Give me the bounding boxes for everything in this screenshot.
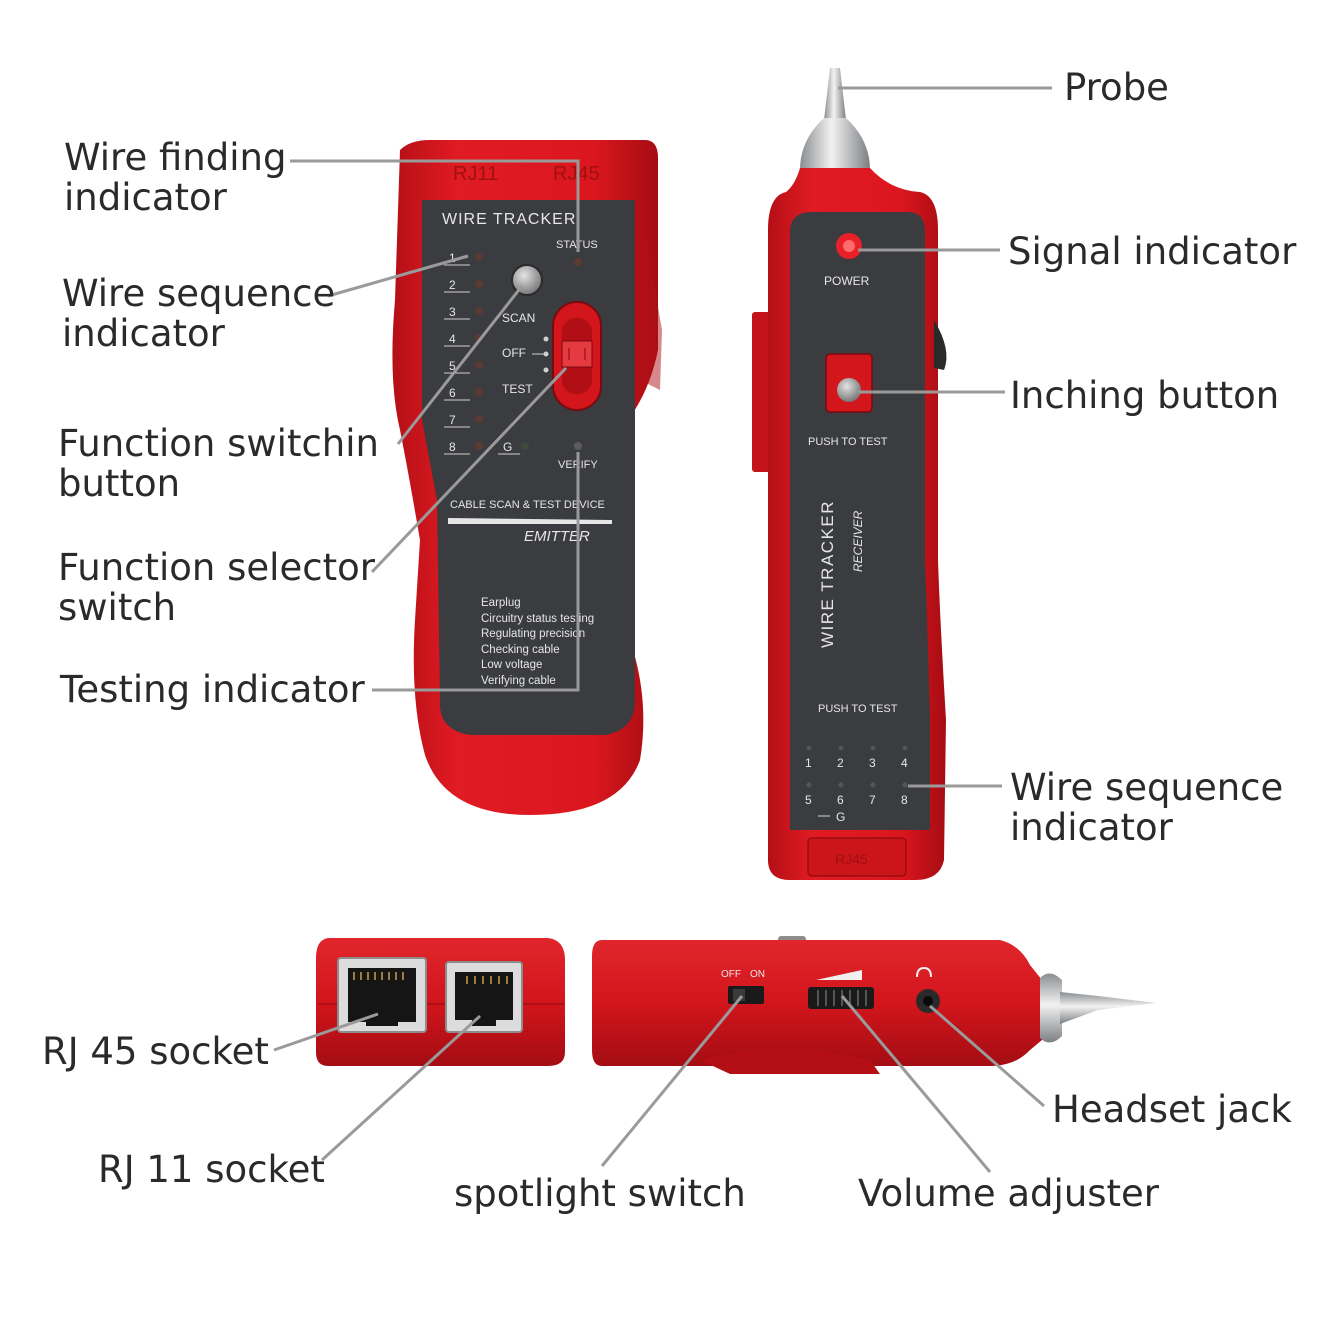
receiver-side-view: OFF ON (592, 936, 1156, 1074)
spotlight-off-label: OFF (721, 969, 741, 980)
emitter-led-list: 1 2 3 4 5 6 7 8 G (444, 251, 529, 455)
emitter-title: WIRE TRACKER (442, 211, 576, 228)
receiver-led-label: 2 (837, 756, 844, 770)
callout-wire-finding-indicator: Wire finding indicator (64, 136, 287, 219)
callout-rj45-socket: RJ 45 socket (42, 1030, 269, 1073)
emitter-led-label-6: 6 (449, 386, 456, 400)
receiver-ground-label: G (836, 810, 845, 824)
feature-item: Earplug (481, 597, 521, 609)
leader-spotlight (600, 995, 744, 1167)
emitter-led-label-4: 4 (449, 332, 456, 346)
emitter-model: EMITTER (524, 528, 590, 545)
callout-wire-sequence-indicator-left: Wire sequence indicator (62, 272, 336, 355)
receiver-led-label: 8 (901, 793, 908, 807)
receiver-subtitle: RECEIVER (851, 510, 865, 572)
emitter-device: RJ11 RJ45 WIRE TRACKER STATUS 1 2 3 4 5 … (392, 140, 662, 815)
receiver-title: WIRE TRACKER (818, 500, 837, 648)
headphone-icon (916, 966, 932, 978)
switch-test-label: TEST (502, 382, 533, 396)
emitter-led-label-1: 1 (449, 251, 456, 265)
callout-function-switching-button: Function switching button (58, 424, 380, 504)
emitter-device-label: CABLE SCAN & TEST DEVICE (450, 499, 605, 511)
receiver-led-label: 1 (805, 756, 812, 770)
callout-signal-indicator: Signal indicator (1008, 230, 1297, 273)
receiver-led-label: 3 (869, 756, 876, 770)
emitter-ground-label: G (503, 440, 512, 454)
receiver-rj45-embossed: RJ45 (835, 851, 868, 867)
callout-spotlight-switch: spotlight switch (454, 1172, 746, 1215)
receiver-push-label-top: PUSH TO TEST (808, 436, 888, 448)
side-probe-tip (1060, 992, 1156, 1024)
emitter-led-label-7: 7 (449, 413, 456, 427)
function-switching-button[interactable] (511, 264, 543, 296)
spotlight-on-label: ON (750, 969, 765, 980)
feature-item: Circuitry status testing (481, 613, 594, 625)
leader-wire-sequence-left (327, 254, 469, 298)
receiver-panel (790, 212, 930, 830)
feature-item: Verifying cable (481, 675, 556, 687)
emitter-feature-list: Earplug Circuitry status testing Regulat… (481, 597, 594, 687)
leader-function-selector (370, 366, 568, 574)
leader-function-switching (396, 285, 524, 445)
emitter-led-label-5: 5 (449, 359, 456, 373)
receiver-led-grid: 1 2 3 4 5 6 7 8 G (805, 745, 908, 824)
leader-volume (840, 995, 992, 1173)
verify-led (574, 442, 582, 450)
callout-probe: Probe (1064, 66, 1169, 109)
leader-rj45 (273, 1012, 379, 1052)
receiver-led-label: 6 (837, 793, 844, 807)
leader-lines (273, 86, 1052, 1173)
emitter-rj45-embossed: RJ45 (553, 163, 600, 185)
leader-wire-finding (290, 159, 580, 252)
feature-item: Checking cable (481, 644, 560, 656)
emitter-socket-view (316, 938, 565, 1066)
leader-rj11 (320, 1014, 482, 1162)
callout-rj11-socket: RJ 11 socket (98, 1148, 325, 1191)
status-led (574, 258, 582, 266)
callout-volume-adjuster: Volume adjuster (858, 1172, 1160, 1215)
receiver-led-label: 5 (805, 793, 812, 807)
callout-wire-sequence-indicator-right: Wire sequence indicator (1010, 766, 1284, 849)
leader-headset (929, 1004, 1045, 1108)
receiver-led-label: 7 (869, 793, 876, 807)
callout-inching-button: Inching button (1010, 374, 1280, 417)
callout-testing-indicator: Testing indicator (60, 668, 365, 711)
probe-tip (824, 68, 846, 120)
callout-headset-jack: Headset jack (1052, 1088, 1292, 1131)
emitter-led-label-2: 2 (449, 278, 456, 292)
emitter-led-label-8: 8 (449, 440, 456, 454)
emitter-rj11-embossed: RJ11 (453, 163, 498, 185)
receiver-led-label: 4 (901, 756, 908, 770)
callout-function-selector-switch: Function selector switch (58, 546, 375, 629)
switch-off-label: OFF (502, 346, 526, 360)
leader-testing (372, 452, 580, 692)
switch-scan-label: SCAN (502, 311, 535, 325)
emitter-led-label-3: 3 (449, 305, 456, 319)
feature-item: Regulating precision (481, 628, 585, 640)
inching-button[interactable] (837, 378, 861, 402)
receiver-power-label: POWER (824, 274, 870, 288)
feature-item: Low voltage (481, 659, 542, 671)
receiver-device: POWER PUSH TO TEST WIRE TRACKER RECEIVER… (752, 68, 947, 880)
receiver-push-label-bottom: PUSH TO TEST (818, 703, 898, 715)
